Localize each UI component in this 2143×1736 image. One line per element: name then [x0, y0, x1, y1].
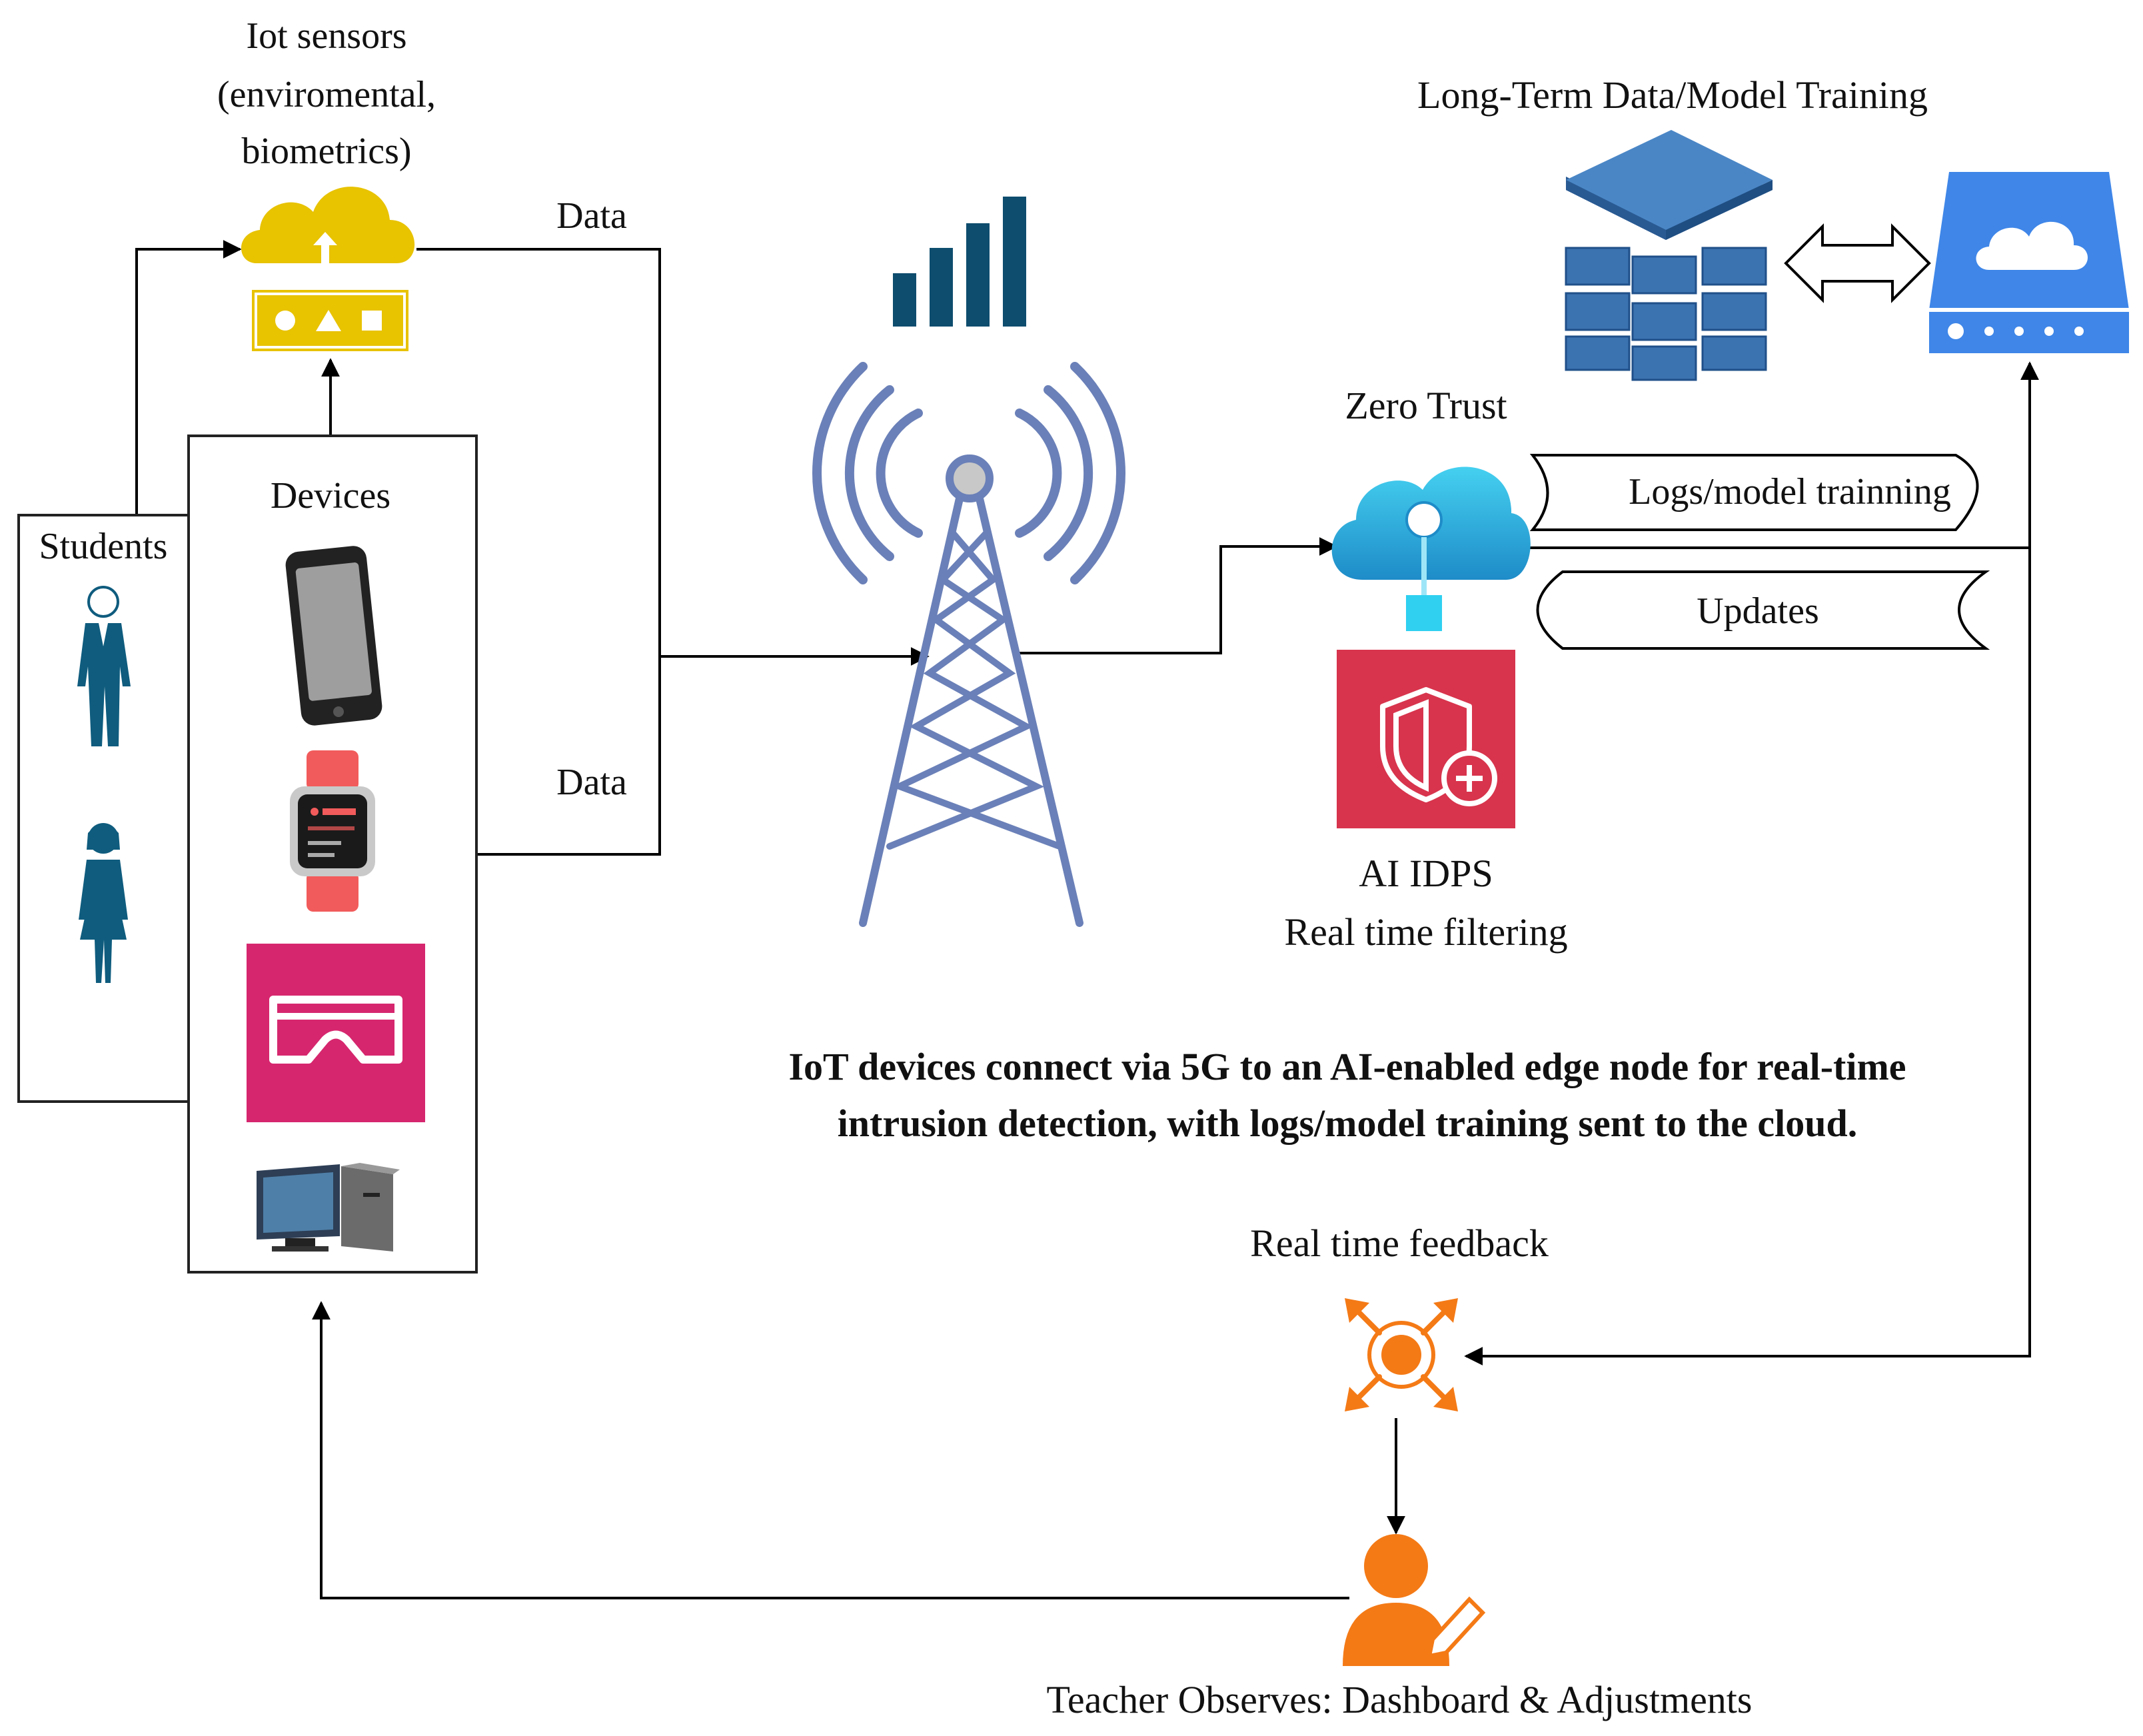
security-shield-icon — [1337, 650, 1515, 828]
cloud-to-feedback-arrow — [1464, 548, 2031, 1365]
iot-cloud-gateway-icon — [241, 187, 415, 351]
logs-model-label: Logs/model trainning — [1629, 471, 1951, 512]
real-time-feedback-label: Real time feedback — [1250, 1222, 1549, 1265]
students-label: Students — [39, 526, 168, 567]
devices-label: Devices — [271, 475, 390, 516]
feedback-hub-icon — [1345, 1298, 1458, 1411]
student-female-icon — [79, 823, 128, 983]
ai-idps-label-1: AI IDPS — [1359, 852, 1493, 895]
database-server-double-arrow — [1784, 223, 1931, 303]
updates-banner — [1536, 570, 1990, 650]
smartphone-icon — [285, 546, 382, 726]
sensors-data-line — [416, 248, 661, 656]
devices-data-line — [476, 656, 661, 856]
edge-cloud-node-icon — [1331, 466, 1531, 631]
data-label-top: Data — [556, 195, 627, 237]
cloud-server-icon — [1929, 172, 2129, 353]
teacher-label: Teacher Observes: Dashboard & Adjustment… — [1046, 1678, 1752, 1721]
zero-trust-label: Zero Trust — [1345, 384, 1507, 427]
connectors — [135, 223, 2039, 1599]
long-term-label: Long-Term Data/Model Training — [1417, 73, 1928, 117]
signal-bars-icon — [893, 197, 1026, 327]
teacher-to-devices-arrow — [312, 1301, 1349, 1599]
vr-headset-icon — [247, 944, 425, 1122]
caption-line-2: intrusion detection, with logs/model tra… — [838, 1102, 1858, 1145]
labels: Iot sensors (enviromental, biometrics) D… — [39, 15, 1951, 1721]
logs-model-banner — [1529, 454, 1979, 531]
student-male-icon — [77, 586, 131, 746]
iot-sensors-label-2: (enviromental, — [217, 74, 436, 115]
teacher-user-icon — [1343, 1534, 1486, 1666]
cell-tower-icon — [812, 362, 1125, 927]
iot-sensors-label-3: biometrics) — [241, 131, 411, 172]
students-to-sensors-arrow — [135, 240, 242, 515]
caption-line-1: IoT devices connect via 5G to an AI-enab… — [788, 1045, 1906, 1088]
ai-idps-label-2: Real time filtering — [1284, 910, 1567, 954]
desktop-computer-icon — [257, 1163, 400, 1252]
data-label-bottom: Data — [556, 762, 627, 803]
tower-to-zero-trust-arrow — [1013, 537, 1338, 654]
database-cube-icon — [1565, 130, 1773, 381]
updates-label: Updates — [1697, 590, 1819, 632]
iot-sensors-label-1: Iot sensors — [246, 15, 406, 57]
smartwatch-icon — [290, 750, 375, 912]
